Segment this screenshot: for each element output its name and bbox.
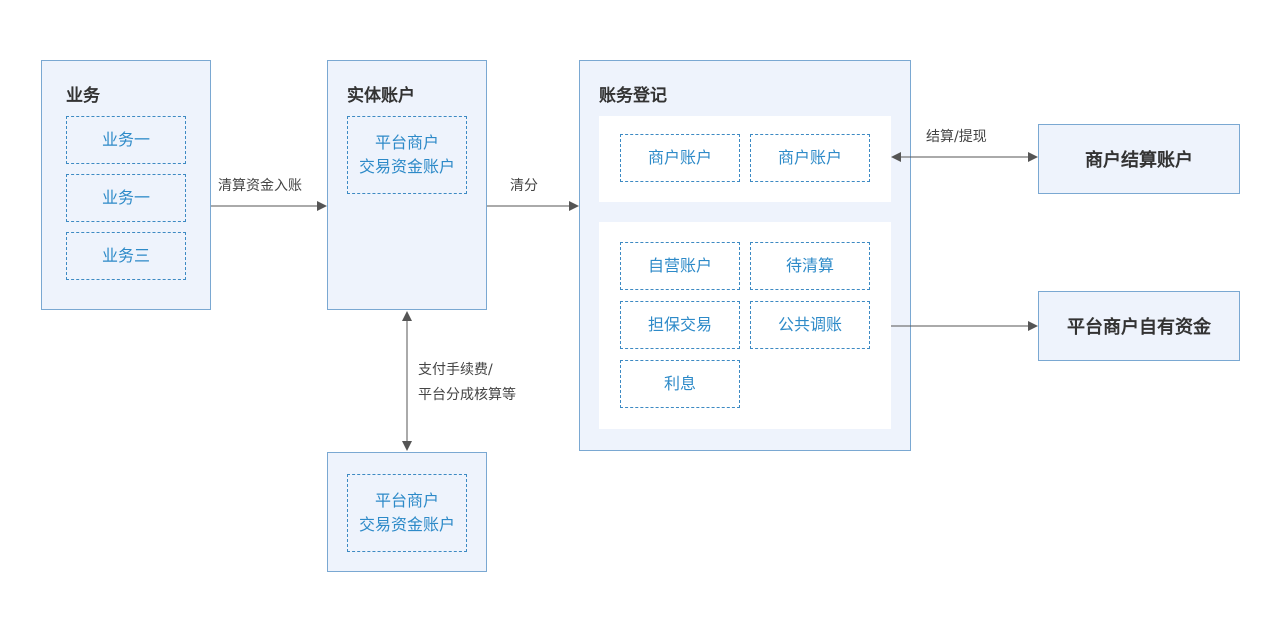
business-item-2[interactable]: 业务一	[66, 174, 186, 222]
bottom-account-item-line1: 平台商户	[374, 491, 439, 510]
ledger-interest[interactable]: 利息	[620, 360, 740, 408]
ledger-merchant-account-1[interactable]: 商户账户	[620, 134, 740, 182]
bottom-account-item-line2: 交易资金账户	[358, 515, 455, 534]
business-item-1[interactable]: 业务一	[66, 116, 186, 164]
ledger-guaranteed-transaction[interactable]: 担保交易	[620, 301, 740, 349]
arrowhead-business-to-entity	[317, 201, 327, 211]
label-ledger-to-settlement: 结算/提现	[926, 129, 987, 145]
arrowhead-entity-bottom-down	[402, 441, 412, 451]
ledger-public-adjustment[interactable]: 公共调账	[750, 301, 870, 349]
merchant-settlement-account[interactable]: 商户结算账户	[1038, 124, 1240, 194]
entity-account-item-line1: 平台商户	[374, 133, 439, 152]
bottom-account-item[interactable]: 平台商户 交易资金账户	[347, 474, 467, 552]
ledger-panel: 账务登记 商户账户 商户账户 自营账户 待清算 担保交易 公共调账 利息	[579, 60, 911, 451]
ledger-group-merchant: 商户账户 商户账户	[599, 116, 891, 202]
label-entity-bottom-line2: 平台分成核算等	[418, 387, 516, 403]
arrowhead-own-funds	[1028, 321, 1038, 331]
label-entity-bottom-line1: 支付手续费/	[418, 362, 493, 378]
ledger-merchant-account-2[interactable]: 商户账户	[750, 134, 870, 182]
arrowhead-entity-bottom-up	[402, 311, 412, 321]
ledger-pending-clearing[interactable]: 待清算	[750, 242, 870, 290]
arrowhead-settlement-right	[1028, 152, 1038, 162]
entity-account-panel: 实体账户 平台商户 交易资金账户	[327, 60, 487, 310]
arrowhead-entity-to-ledger	[569, 201, 579, 211]
ledger-group-internal: 自营账户 待清算 担保交易 公共调账 利息	[599, 222, 891, 429]
entity-account-item-line2: 交易资金账户	[358, 157, 455, 176]
platform-merchant-own-funds[interactable]: 平台商户自有资金	[1038, 291, 1240, 361]
ledger-title: 账务登记	[599, 86, 667, 106]
label-business-to-entity: 清算资金入账	[218, 178, 302, 194]
entity-account-title: 实体账户	[347, 86, 415, 106]
business-title: 业务	[66, 86, 100, 106]
ledger-self-operated-account[interactable]: 自营账户	[620, 242, 740, 290]
label-entity-to-ledger: 清分	[510, 178, 538, 194]
arrowhead-settlement-left	[891, 152, 901, 162]
entity-account-item[interactable]: 平台商户 交易资金账户	[347, 116, 467, 194]
bottom-account-panel: 平台商户 交易资金账户	[327, 452, 487, 572]
business-panel: 业务 业务一 业务一 业务三	[41, 60, 211, 310]
business-item-3[interactable]: 业务三	[66, 232, 186, 280]
